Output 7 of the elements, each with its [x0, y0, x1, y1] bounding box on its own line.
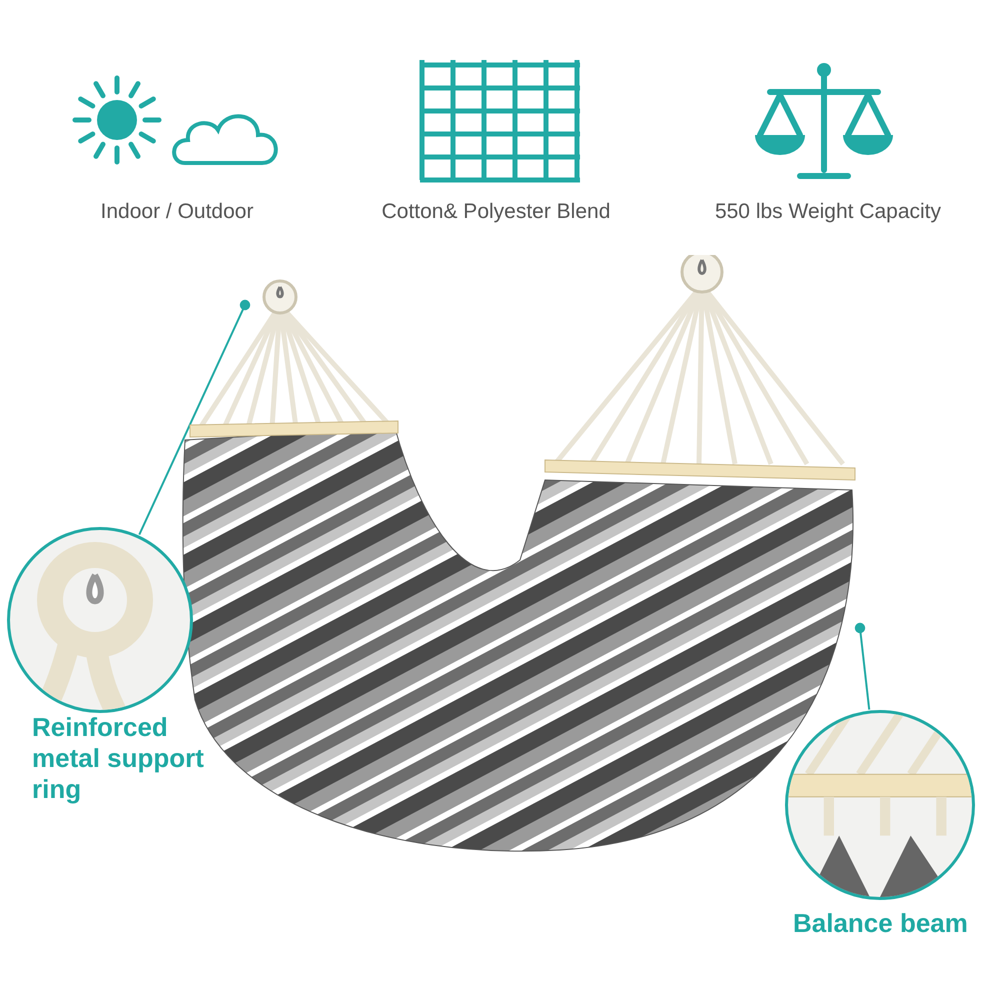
leader-line: [854, 622, 870, 710]
feature-label: 550 lbs Weight Capacity: [714, 200, 942, 224]
leader-line: [138, 300, 250, 536]
feature-label: Indoor / Outdoor: [100, 200, 254, 224]
feature-label: Cotton& Polyester Blend: [380, 200, 612, 224]
feature-caption: Reinforced metal support ring: [32, 712, 205, 805]
feature-caption: Balance beam: [793, 908, 969, 939]
